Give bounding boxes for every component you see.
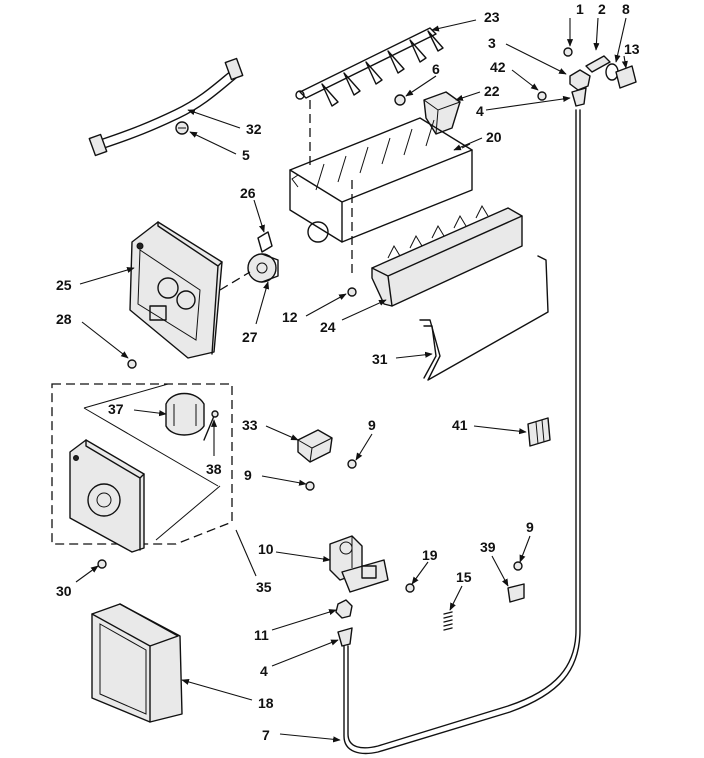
part-31-shutoff-arm <box>419 255 549 381</box>
part-26-clip <box>257 231 273 253</box>
callout-19: 19 <box>422 547 438 563</box>
part-5-screw <box>175 121 189 135</box>
part-24-stripper <box>371 204 523 307</box>
part-30-screw <box>97 559 107 569</box>
part-27-motor <box>247 253 279 283</box>
callout-5: 5 <box>242 147 250 163</box>
part-4-ferrule-lower <box>337 627 353 647</box>
part-25-control-housing <box>129 221 223 359</box>
part-6-screw <box>394 94 406 106</box>
callout-7: 7 <box>262 727 270 743</box>
part-42-screw <box>537 91 547 101</box>
part-19-screw <box>405 583 415 593</box>
callout-9-a: 9 <box>368 417 376 433</box>
part-2-tube <box>585 55 611 73</box>
callout-30: 30 <box>56 583 72 599</box>
callout-20: 20 <box>486 129 502 145</box>
part-38-screw <box>203 410 219 441</box>
part-11-nut <box>335 599 353 619</box>
part-33-switch <box>297 429 333 463</box>
part-4-ferrule-upper <box>571 87 587 107</box>
callout-labels: 1 2 8 23 3 13 6 42 22 4 32 20 5 26 25 28… <box>56 1 640 743</box>
part-9-screw-c <box>513 561 523 571</box>
callout-9-b: 9 <box>244 467 252 483</box>
part-13-nozzle <box>615 65 637 89</box>
callout-3: 3 <box>488 35 496 51</box>
callout-38: 38 <box>206 461 222 477</box>
part-41-clip <box>527 417 551 447</box>
callout-12: 12 <box>282 309 298 325</box>
callout-26: 26 <box>240 185 256 201</box>
part-1-screw <box>563 47 573 57</box>
callout-4-upper: 4 <box>476 103 484 119</box>
callout-23: 23 <box>484 9 500 25</box>
part-28-screw <box>127 359 137 369</box>
part-12-screw <box>347 287 357 297</box>
callout-24: 24 <box>320 319 336 335</box>
part-9-screw-b <box>305 481 315 491</box>
callout-8: 8 <box>622 1 630 17</box>
part-22-fill-cup <box>423 91 461 135</box>
part-37-module-motor <box>165 392 205 436</box>
callout-31: 31 <box>372 351 388 367</box>
part-20-ice-mold <box>289 117 473 243</box>
part-18-cover <box>91 603 183 723</box>
callout-25: 25 <box>56 277 72 293</box>
part-35-control-module-group <box>51 383 233 553</box>
callout-1: 1 <box>576 1 584 17</box>
callout-9-c: 9 <box>526 519 534 535</box>
part-7-fill-tube <box>343 109 581 755</box>
callout-28: 28 <box>56 311 72 327</box>
callout-35: 35 <box>256 579 272 595</box>
part-10-water-valve <box>329 535 389 593</box>
part-3-nut <box>569 69 591 91</box>
callout-27: 27 <box>242 329 258 345</box>
callout-11: 11 <box>254 627 269 643</box>
part-15-spring <box>443 611 453 631</box>
callout-42: 42 <box>490 59 506 75</box>
part-39-bracket <box>507 583 525 603</box>
assembly-guide-lines <box>219 100 353 291</box>
callout-2: 2 <box>598 1 606 17</box>
part-9-screw-a <box>347 459 357 469</box>
callout-4-lower: 4 <box>260 663 268 679</box>
callout-37: 37 <box>108 401 124 417</box>
callout-6: 6 <box>432 61 440 77</box>
callout-22: 22 <box>484 83 500 99</box>
callout-18: 18 <box>258 695 274 711</box>
callout-13: 13 <box>624 41 640 57</box>
part-23-ejector-shaft <box>295 27 444 107</box>
callout-15: 15 <box>456 569 472 585</box>
callout-leaders <box>75 17 628 743</box>
callout-41: 41 <box>452 417 468 433</box>
part-32-wire-harness <box>88 57 244 157</box>
callout-39: 39 <box>480 539 496 555</box>
callout-10: 10 <box>258 541 274 557</box>
callout-32: 32 <box>246 121 262 137</box>
callout-33: 33 <box>242 417 258 433</box>
